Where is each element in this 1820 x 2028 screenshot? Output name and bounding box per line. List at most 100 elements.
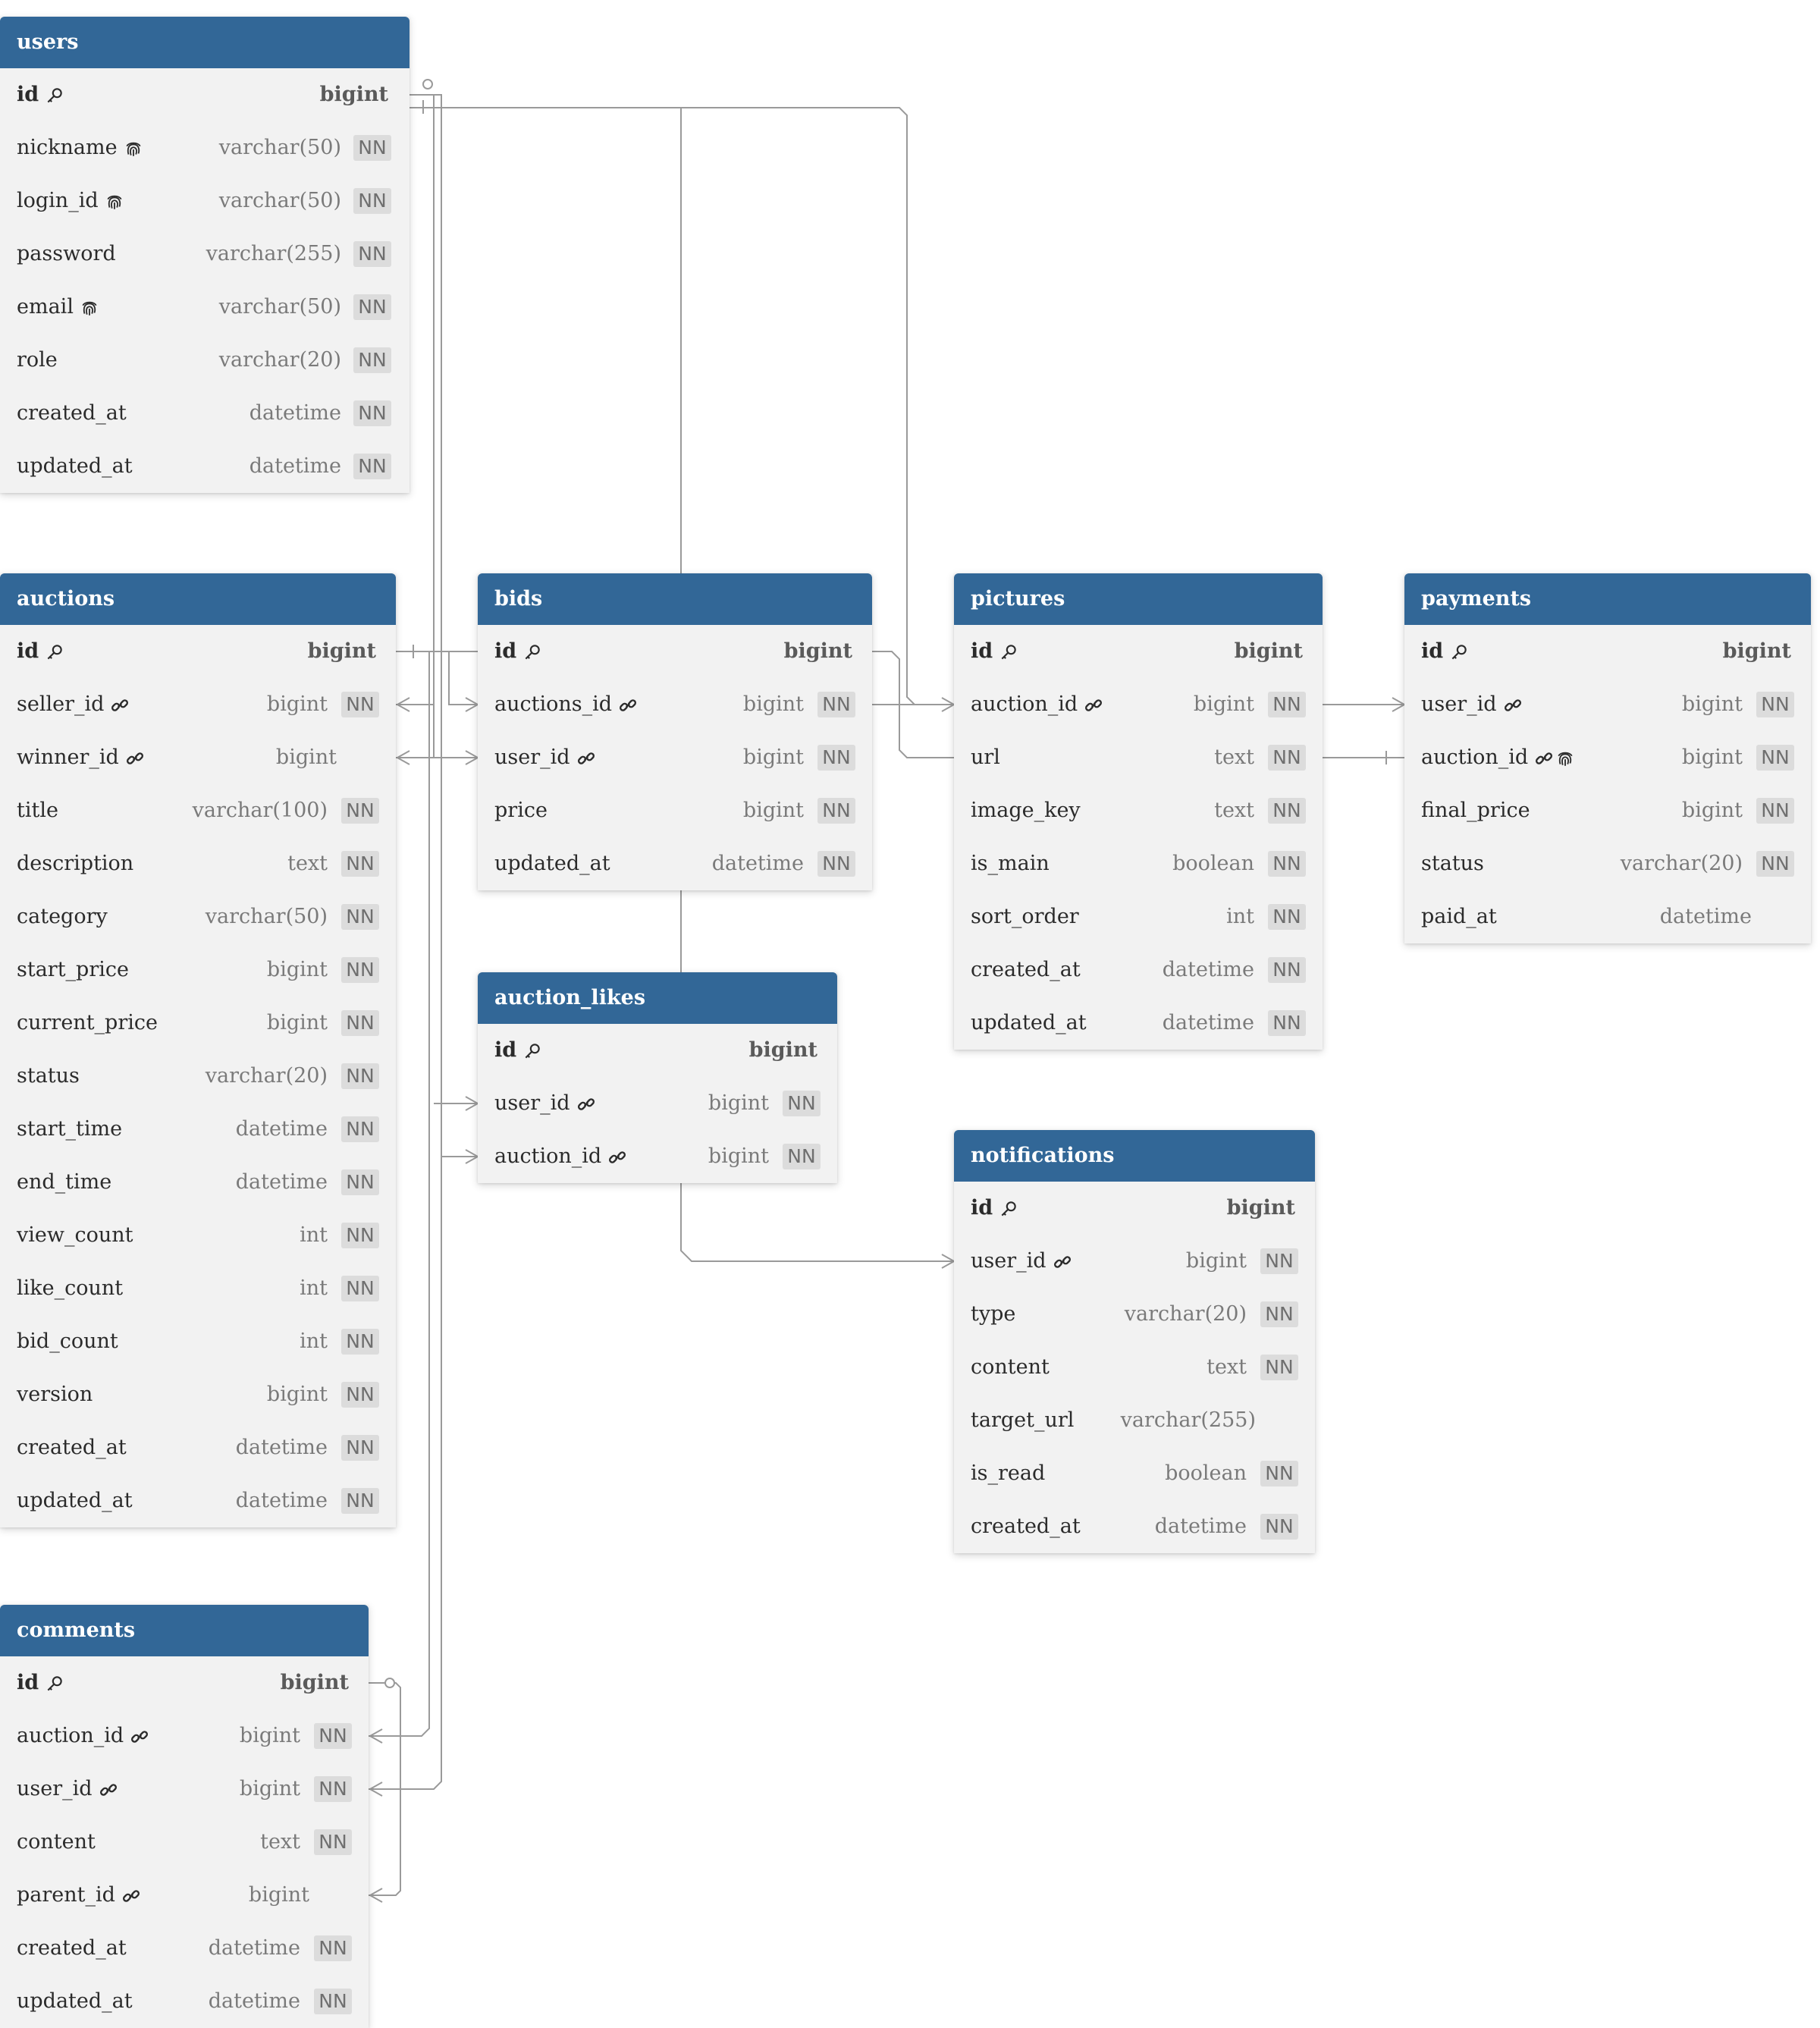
not-null-badge: NN [314,1989,352,2014]
column-icons [997,626,1018,679]
column-name-text: password [17,242,116,265]
column-type: boolean [1165,1461,1247,1485]
table-header[interactable]: pictures [954,573,1323,625]
table-header[interactable]: payments [1404,573,1811,625]
crow-foot-marker [395,750,410,765]
table-header[interactable]: comments [0,1605,369,1656]
not-null-badge: NN [1268,904,1306,930]
link-icon [617,693,638,717]
column-type: datetime [235,1436,328,1459]
link-icon [120,1884,141,1907]
not-null-badge: NN [1268,957,1306,983]
column-name: id [494,1024,542,1077]
table-header[interactable]: bids [478,573,872,625]
not-null-badge: NN [353,135,391,161]
table-header[interactable]: notifications [954,1130,1315,1182]
fingerprint-icon [78,296,99,319]
column-name-text: final_price [1421,799,1530,822]
column-icons [617,679,638,732]
column-icons [103,175,124,228]
column-name: paid_at [1421,890,1497,943]
table-header[interactable]: auction_likes [478,972,837,1024]
key-icon [43,1672,64,1695]
table-header[interactable]: users [0,17,410,68]
table-header[interactable]: auctions [0,573,396,625]
column-type: bigint [239,1724,300,1747]
column-name: user_id [1421,678,1523,731]
column-type: datetime [249,401,341,425]
column-icons [124,732,145,785]
column-name: type [971,1288,1015,1341]
